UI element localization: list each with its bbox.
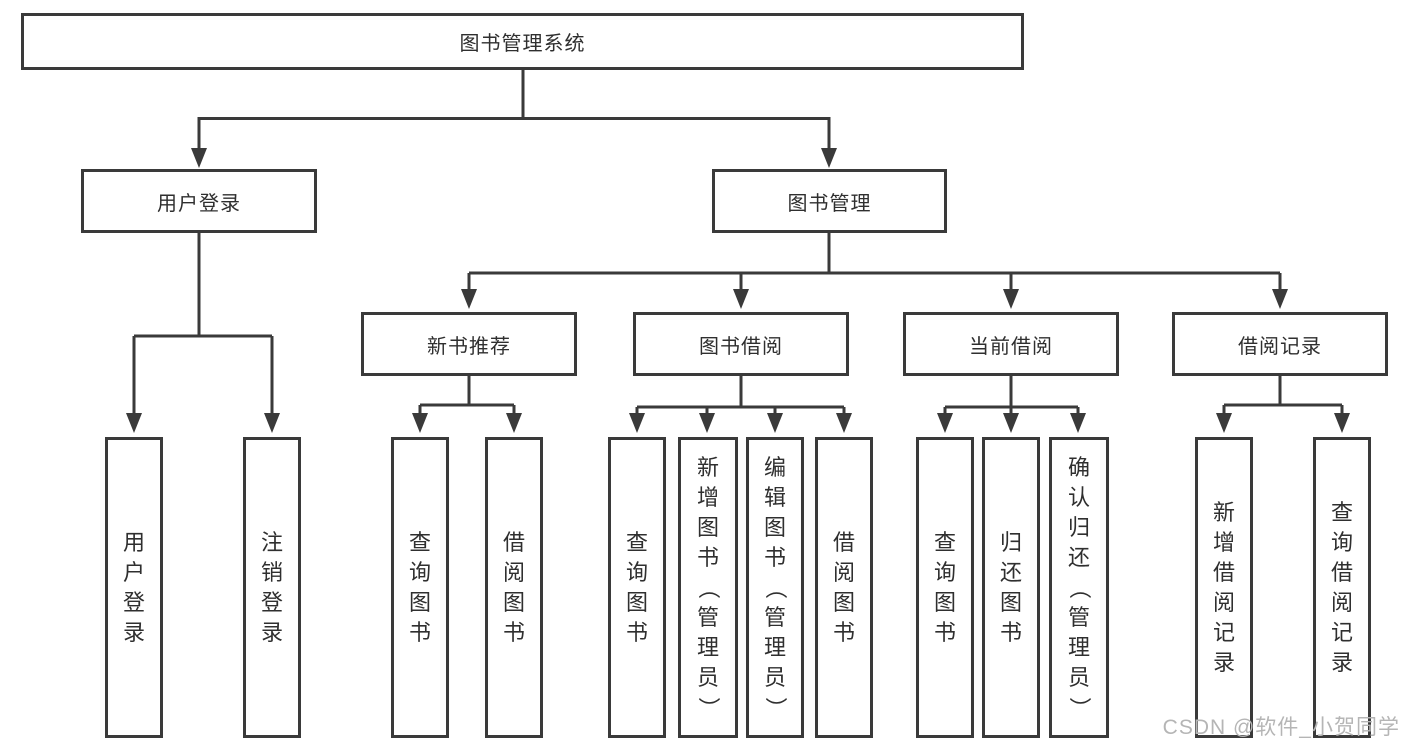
node-library-management-system: 图书管理系统	[21, 13, 1024, 70]
leaf-label: 借阅图书	[832, 529, 855, 645]
leaf-label: 归还图书	[999, 529, 1022, 645]
leaf-label: 用户登录	[122, 529, 145, 645]
node-label: 当前借阅	[969, 335, 1053, 358]
leaf-label: 借阅图书	[502, 529, 525, 645]
leaf-query-books-recommendation: 查询图书	[391, 437, 449, 738]
leaf-add-books-admin: 新增图书（管理员）	[678, 437, 738, 738]
leaf-label: 查询图书	[408, 529, 431, 645]
node-label: 新书推荐	[427, 335, 511, 358]
leaf-user-login: 用户登录	[105, 437, 163, 738]
node-label: 借阅记录	[1238, 335, 1322, 358]
node-label: 图书管理	[787, 192, 872, 215]
leaf-query-borrowing-record: 查询借阅记录	[1313, 437, 1371, 738]
node-borrowing-records: 借阅记录	[1172, 312, 1388, 376]
node-book-borrowing: 图书借阅	[633, 312, 849, 376]
leaf-return-books: 归还图书	[982, 437, 1040, 738]
node-label: 图书借阅	[699, 335, 783, 358]
node-label: 用户登录	[157, 192, 241, 215]
leaf-confirm-return-admin: 确认归还（管理员）	[1049, 437, 1109, 738]
node-label: 图书管理系统	[459, 33, 586, 55]
leaf-label: 新增图书（管理员）	[695, 454, 721, 719]
leaf-query-books-current: 查询图书	[916, 437, 974, 738]
arrowheads	[126, 148, 1350, 433]
leaf-label: 确认归还（管理员）	[1066, 454, 1092, 719]
csdn-watermark: CSDN @软件_小贺同学	[1162, 716, 1400, 739]
leaf-label: 新增借阅记录	[1212, 499, 1235, 675]
leaf-label: 编辑图书（管理员）	[762, 454, 788, 719]
node-book-management: 图书管理	[712, 169, 947, 233]
node-user-login: 用户登录	[81, 169, 317, 233]
leaf-logout: 注销登录	[243, 437, 301, 738]
leaf-query-books-borrowing: 查询图书	[608, 437, 666, 738]
leaf-borrow-books-recommendation: 借阅图书	[485, 437, 543, 738]
leaf-label: 查询图书	[625, 529, 648, 645]
node-current-borrowing: 当前借阅	[903, 312, 1119, 376]
leaf-add-borrowing-record: 新增借阅记录	[1195, 437, 1253, 738]
leaf-label: 注销登录	[260, 529, 283, 645]
leaf-label: 查询借阅记录	[1330, 499, 1353, 675]
leaf-borrow-books: 借阅图书	[815, 437, 873, 738]
leaf-edit-books-admin: 编辑图书（管理员）	[746, 437, 804, 738]
node-new-book-recommendation: 新书推荐	[361, 312, 577, 376]
leaf-label: 查询图书	[933, 529, 956, 645]
